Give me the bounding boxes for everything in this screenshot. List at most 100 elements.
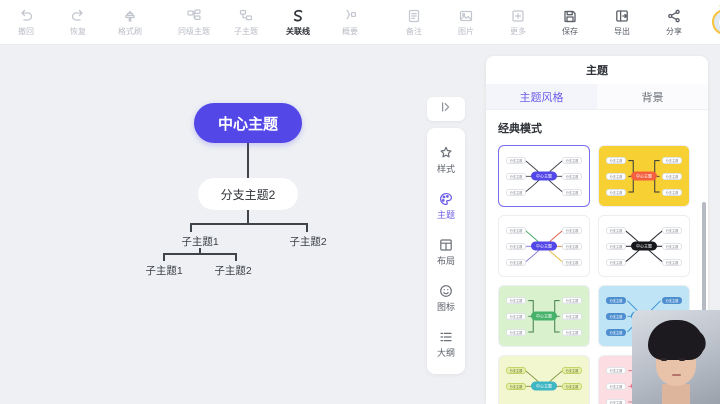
panel-collapse-icon <box>439 100 453 119</box>
node-child-2[interactable]: 子主题2 <box>278 233 338 249</box>
theme-thumb-lemon-cyan[interactable]: 分支主题 分支主题 分支主题 分支主题 中心主题 <box>498 355 590 404</box>
node-branch-topic[interactable]: 分支主题2 <box>198 178 298 210</box>
connector-grandchild1-stem <box>163 253 165 261</box>
theme-preview-node: 分支主题 <box>606 313 626 320</box>
theme-preview: 分支主题 分支主题 分支主题 分支主题 分支主题 分支主题 中心主题 <box>499 286 589 346</box>
node-branch-label: 分支主题2 <box>220 187 276 202</box>
rail-item-outline-label: 大纲 <box>436 347 455 358</box>
theme-preview-node: 分支主题 <box>606 173 626 180</box>
emoji-icon <box>438 283 454 299</box>
theme-preview-node: 分支主题 <box>606 227 626 234</box>
tab-theme-style[interactable]: 主题风格 <box>486 84 597 109</box>
share-icon <box>665 7 683 25</box>
more-button[interactable]: 更多 <box>492 0 544 45</box>
tab-background-label: 背景 <box>641 91 664 104</box>
tab-theme-style-label: 主题风格 <box>519 91 564 104</box>
avatar-face <box>718 15 720 29</box>
panel-collapse-button[interactable] <box>427 97 465 121</box>
rail-item-theme-label: 主题 <box>436 209 455 220</box>
theme-thumb-classic-yellow[interactable]: 分支主题 分支主题 分支主题 分支主题 分支主题 分支主题 中心主题 <box>598 145 690 207</box>
theme-preview-node: 分支主题 <box>662 173 682 180</box>
floating-video-overlay[interactable] <box>632 310 720 404</box>
node-grandchild-2-label: 子主题2 <box>214 264 252 277</box>
theme-preview-node: 分支主题 <box>506 227 526 234</box>
rail-item-layout-label: 布局 <box>436 255 455 266</box>
tab-background[interactable]: 背景 <box>597 84 708 109</box>
node-grandchild-1[interactable]: 子主题1 <box>134 262 194 278</box>
rail-item-icon-label: 图标 <box>436 301 455 312</box>
share-button[interactable]: 分享 <box>648 0 700 45</box>
node-center-topic[interactable]: 中心主题 <box>194 103 302 143</box>
theme-preview: 分支主题 分支主题 分支主题 分支主题 分支主题 分支主题 中心主题 <box>499 146 589 206</box>
save-button[interactable]: 保存 <box>544 0 596 45</box>
theme-preview-node: 分支主题 <box>562 243 582 250</box>
more-icon <box>509 7 527 25</box>
format-painter-button[interactable]: 格式刷 <box>104 0 156 45</box>
more-label: 更多 <box>510 27 526 36</box>
connector-grandchildren-bar <box>163 253 237 255</box>
rail-item-outline[interactable]: 大纲 <box>427 320 465 366</box>
image-button[interactable]: 图片 <box>440 0 492 45</box>
node-child-1[interactable]: 子主题1 <box>170 233 230 249</box>
redo-button[interactable]: 恢复 <box>52 0 104 45</box>
export-label: 导出 <box>614 27 630 36</box>
theme-preview-node: 分支主题 <box>562 227 582 234</box>
rail-item-layout[interactable]: 布局 <box>427 228 465 274</box>
theme-preview-node: 分支主题 <box>506 189 526 196</box>
theme-preview-node: 分支主题 <box>606 259 626 266</box>
theme-preview-node: 分支主题 <box>662 189 682 196</box>
panel-tab-bar: 主题风格 背景 <box>486 84 708 110</box>
theme-preview-node: 分支主题 <box>606 157 626 164</box>
toolbar-group-edit: 撤回 恢复 格式刷 <box>0 0 156 45</box>
user-menu[interactable]: ♕ <box>712 4 720 35</box>
sibling-topic-label: 同级主题 <box>178 27 210 36</box>
avatar[interactable]: ♕ <box>712 4 720 35</box>
theme-preview-node: 分支主题 <box>506 173 526 180</box>
theme-preview-center: 中心主题 <box>531 381 557 391</box>
theme-thumb-classic-white[interactable]: 分支主题 分支主题 分支主题 分支主题 分支主题 分支主题 中心主题 <box>498 145 590 207</box>
theme-thumb-fresh-green[interactable]: 分支主题 分支主题 分支主题 分支主题 分支主题 分支主题 中心主题 <box>498 285 590 347</box>
theme-preview-node: 分支主题 <box>562 329 582 336</box>
theme-preview-node: 分支主题 <box>662 157 682 164</box>
note-icon <box>405 7 423 25</box>
theme-thumb-rainbow-white[interactable]: 分支主题 分支主题 分支主题 分支主题 分支主题 分支主题 中心主题 <box>498 215 590 277</box>
sibling-topic-button[interactable]: 同级主题 <box>168 0 220 45</box>
theme-preview-center: 中心主题 <box>631 171 657 181</box>
summary-button[interactable]: 概要 <box>324 0 376 45</box>
outline-icon <box>438 329 454 345</box>
theme-preview-node: 分支主题 <box>606 189 626 196</box>
node-child-2-label: 子主题2 <box>289 235 327 248</box>
node-grandchild-1-label: 子主题1 <box>145 264 183 277</box>
node-center-label: 中心主题 <box>217 115 278 133</box>
undo-icon <box>17 7 35 25</box>
theme-thumb-mono-black[interactable]: 分支主题 分支主题 分支主题 分支主题 分支主题 分支主题 中心主题 <box>598 215 690 277</box>
relation-line-button[interactable]: 关联线 <box>272 0 324 45</box>
note-button[interactable]: 备注 <box>388 0 440 45</box>
format-painter-icon <box>121 7 139 25</box>
save-label: 保存 <box>562 27 578 36</box>
theme-preview-node: 分支主题 <box>506 243 526 250</box>
summary-label: 概要 <box>342 27 358 36</box>
connector-child1-down <box>199 248 201 255</box>
undo-button[interactable]: 撤回 <box>0 0 52 45</box>
node-grandchild-2[interactable]: 子主题2 <box>203 262 263 278</box>
rail-item-theme[interactable]: 主题 <box>427 182 465 228</box>
theme-preview-node: 分支主题 <box>662 259 682 266</box>
theme-preview-center: 中心主题 <box>531 171 557 181</box>
summary-icon <box>341 7 359 25</box>
panel-scrollbar[interactable] <box>702 202 706 352</box>
rail-item-icon[interactable]: 图标 <box>427 274 465 320</box>
export-button[interactable]: 导出 <box>596 0 648 45</box>
theme-preview-node: 分支主题 <box>506 329 526 336</box>
toolbar-group-topic: 同级主题 子主题 关联线 概要 <box>168 0 376 45</box>
image-icon <box>457 7 475 25</box>
sub-topic-button[interactable]: 子主题 <box>220 0 272 45</box>
panel-title: 主题 <box>586 65 608 77</box>
undo-label: 撤回 <box>18 27 34 36</box>
image-label: 图片 <box>458 27 474 36</box>
sub-topic-icon <box>237 7 255 25</box>
video-person-eye-left <box>661 358 667 361</box>
rail-item-style[interactable]: 样式 <box>427 136 465 182</box>
connector-child2-stem <box>306 223 308 232</box>
